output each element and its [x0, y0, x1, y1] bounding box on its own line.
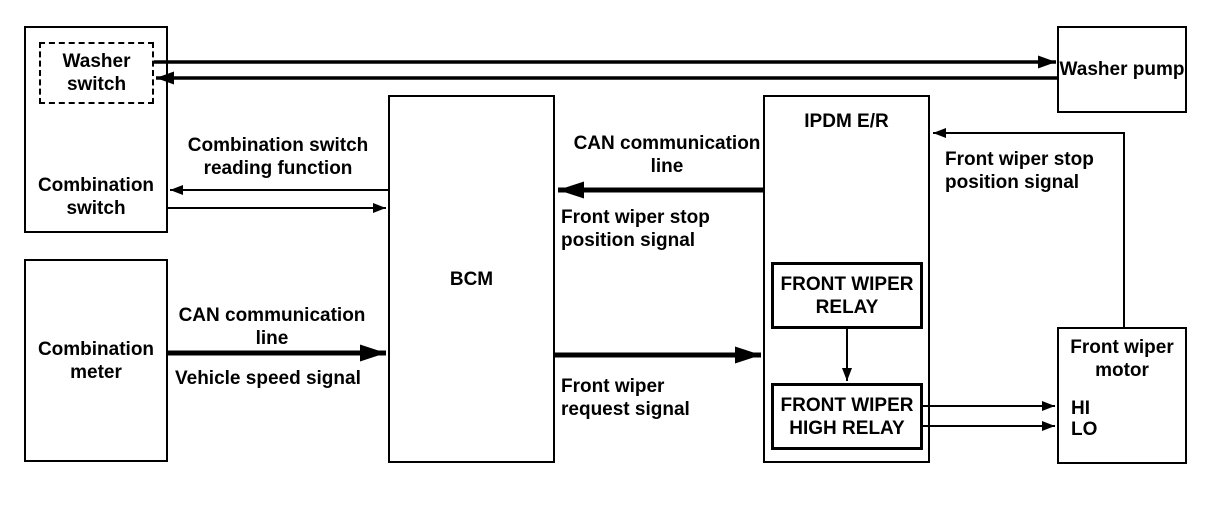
label-line: Washer	[62, 51, 131, 72]
label-front-wiper-request-signal: Front wiper request signal	[561, 375, 690, 421]
box-ipdm-er: IPDM E/R	[763, 95, 930, 463]
combination-meter-label: Combination meter	[26, 261, 166, 460]
label-line: Front wiper	[561, 376, 665, 397]
label-line: switch	[66, 198, 126, 219]
washer-pump-label: Washer pump	[1059, 28, 1185, 111]
combination-switch-label: Combination switch	[26, 174, 166, 220]
label-line: Front wiper stop	[561, 207, 710, 228]
label-line: reading function	[203, 158, 353, 179]
box-combination-meter: Combination meter	[24, 259, 168, 462]
box-front-wiper-high-relay: FRONT WIPER HIGH RELAY	[771, 383, 923, 450]
box-combination-switch: Combination switch	[24, 26, 168, 233]
label-line: BCM	[449, 268, 494, 290]
bcm-label: BCM	[390, 97, 553, 461]
label-line: position signal	[945, 172, 1080, 193]
front-wiper-high-relay-label: FRONT WIPER HIGH RELAY	[774, 386, 920, 447]
label-line: Combination	[37, 175, 155, 196]
label-line: Combination switch	[187, 135, 369, 156]
label-line: RELAY	[815, 296, 879, 318]
label-line: Front wiper stop	[945, 149, 1094, 170]
label-line: line	[255, 328, 289, 349]
label-line: position signal	[561, 230, 696, 251]
label-line: switch	[66, 74, 127, 95]
label-line: motor	[1095, 360, 1149, 381]
label-can-communication-line-left: CAN communication line	[152, 304, 392, 350]
box-washer-pump: Washer pump	[1057, 26, 1187, 113]
front-wiper-relay-label: FRONT WIPER RELAY	[774, 265, 920, 326]
washer-switch-label: Washer switch	[41, 44, 152, 102]
label-line: CAN communication	[573, 133, 761, 154]
label-line: Combination	[37, 338, 155, 360]
label-vehicle-speed-signal: Vehicle speed signal	[175, 368, 361, 389]
label-front-wiper-stop-position-signal-right: Front wiper stop position signal	[945, 148, 1094, 194]
label-line: FRONT WIPER	[780, 394, 914, 416]
box-front-wiper-motor: Front wiper motor HI LO	[1057, 327, 1187, 464]
label-line: HIGH RELAY	[789, 417, 905, 439]
label-front-wiper-stop-position-signal-center: Front wiper stop position signal	[561, 206, 710, 252]
motor-lo-terminal-label: LO	[1071, 419, 1098, 440]
front-wiper-motor-label: Front wiper motor	[1059, 336, 1185, 382]
box-front-wiper-relay: FRONT WIPER RELAY	[771, 262, 923, 329]
label-line: meter	[70, 361, 122, 383]
label-line: Front wiper	[1070, 337, 1174, 358]
box-bcm: BCM	[388, 95, 555, 463]
ipdm-er-label: IPDM E/R	[804, 111, 889, 132]
label-combination-switch-reading-function: Combination switch reading function	[158, 134, 398, 180]
label-line: line	[650, 156, 684, 177]
motor-hi-terminal-label: HI	[1071, 398, 1090, 419]
label-can-communication-line-right: CAN communication line	[547, 132, 787, 178]
box-washer-switch: Washer switch	[39, 42, 154, 104]
label-line: FRONT WIPER	[780, 273, 914, 295]
label-line: Washer pump	[1059, 59, 1185, 80]
label-line: CAN communication	[178, 305, 366, 326]
label-line: request signal	[561, 399, 690, 420]
